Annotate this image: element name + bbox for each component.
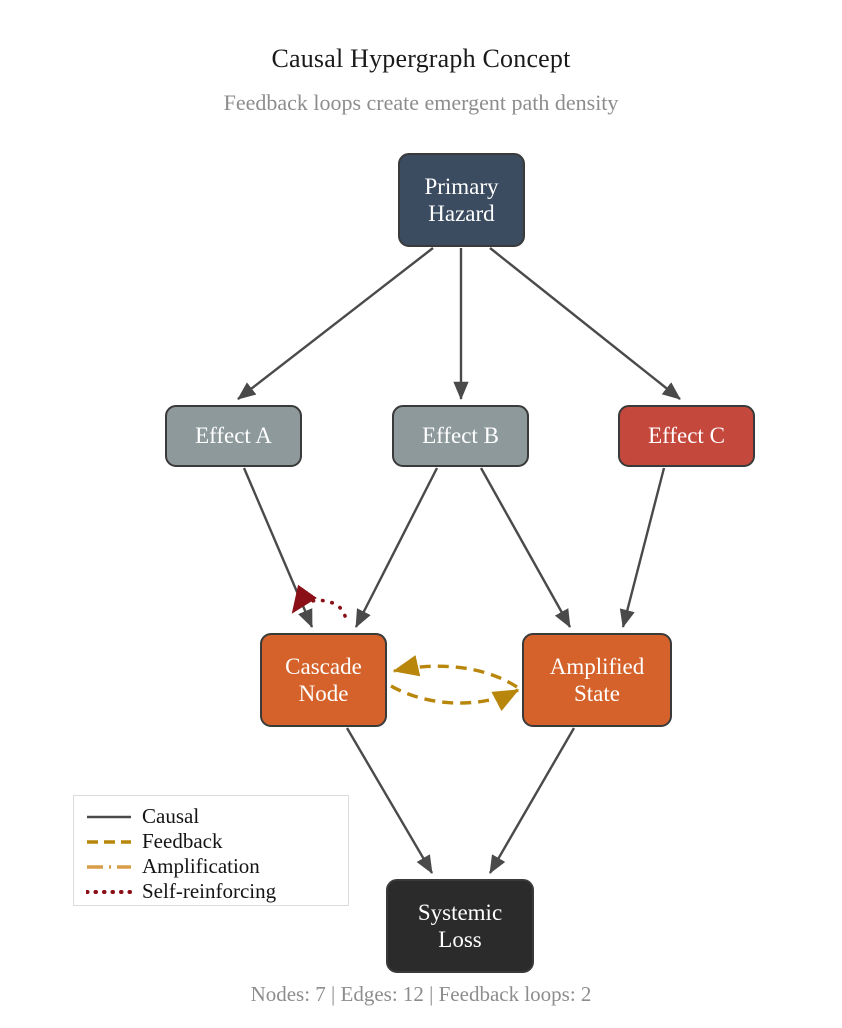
legend-label-causal: Causal [142,804,200,828]
edge-primary-hazard-to-effect-c [489,247,681,400]
legend: Causal Feedback Amplification Self-reinf… [73,795,349,906]
legend-label-amplification: Amplification [142,854,260,878]
legend-swatch-causal [86,810,132,824]
edge-cascade-node-to-systemic-loss [345,727,434,874]
legend-item-feedback[interactable]: Feedback [86,829,348,854]
feedback-edges [390,655,520,712]
edge-amplified-state-to-systemic-loss [488,727,576,874]
edge-effect-b-to-amplified-state [479,467,572,628]
page-subtitle: Feedback loops create emergent path dens… [223,90,619,115]
node-amplified-state[interactable]: Amplified State [522,633,672,727]
legend-item-self-reinforcing[interactable]: Self-reinforcing [86,879,348,904]
edge-effect-b-to-cascade-node [354,467,439,628]
legend-label-self-reinforcing: Self-reinforcing [142,879,277,903]
legend-item-amplification[interactable]: Amplification [86,854,348,879]
edge-effect-a-to-cascade-node [242,467,314,628]
causal-edges [237,247,681,874]
edge-cascade-node-to-amplified-state-feedback [390,684,520,712]
legend-swatch-feedback [86,835,132,849]
graph-stats-footer: Nodes: 7 | Edges: 12 | Feedback loops: 2 [250,982,592,1006]
legend-swatch-amplification [86,860,132,874]
node-primary-hazard[interactable]: Primary Hazard [398,153,525,247]
page-title: Causal Hypergraph Concept [271,44,571,73]
legend-item-causal[interactable]: Causal [86,804,348,829]
self-reinforcing-edges [291,584,347,618]
node-cascade-node[interactable]: Cascade Node [260,633,387,727]
edge-amplified-state-to-cascade-node-feedback [392,655,518,689]
edge-effect-c-to-amplified-state [619,467,666,628]
edge-cascade-node-self-loop [291,584,347,618]
node-effect-a[interactable]: Effect A [165,405,302,467]
legend-label-feedback: Feedback [142,829,223,853]
node-effect-b[interactable]: Effect B [392,405,529,467]
legend-swatch-self-reinforcing [86,885,132,899]
node-systemic-loss[interactable]: Systemic Loss [386,879,534,973]
node-effect-c[interactable]: Effect C [618,405,755,467]
edge-primary-hazard-to-effect-a [237,247,434,400]
